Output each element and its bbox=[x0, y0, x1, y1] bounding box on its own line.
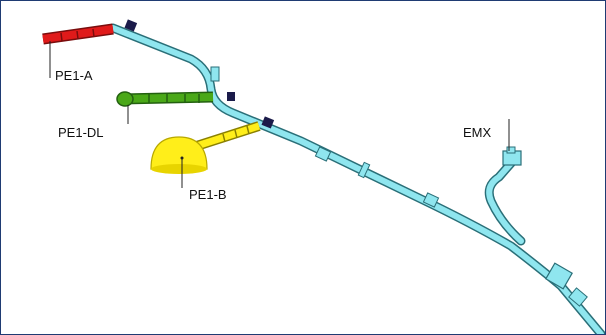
label-pe1-b: PE1-B bbox=[189, 187, 227, 202]
emx-branch-line bbox=[484, 156, 526, 246]
label-pe1-dl: PE1-DL bbox=[58, 125, 104, 140]
leader-lines bbox=[49, 41, 510, 188]
pe1-a-beamline bbox=[42, 23, 114, 45]
label-pe1-a: PE1-A bbox=[55, 68, 93, 83]
pe1-b-beamline bbox=[150, 121, 261, 174]
main-line-fittings bbox=[124, 19, 588, 307]
label-emx: EMX bbox=[463, 125, 492, 140]
emx-head bbox=[502, 146, 522, 166]
pe1-dl-beamline bbox=[116, 91, 235, 107]
main-transfer-line bbox=[108, 23, 605, 334]
